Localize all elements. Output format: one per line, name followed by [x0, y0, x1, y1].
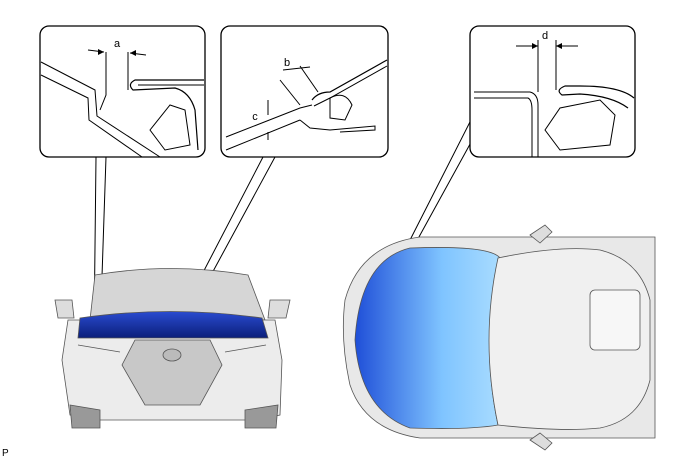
label-c: c — [252, 111, 258, 123]
callout-d: d — [469, 25, 636, 158]
figure-code: P — [2, 448, 9, 459]
callout-b-c: b c — [220, 25, 389, 158]
car-top-view — [342, 224, 656, 451]
label-b: b — [284, 57, 290, 69]
label-d: d — [542, 30, 548, 42]
callout-a: a — [39, 25, 206, 158]
label-a: a — [114, 38, 121, 50]
car-front-view — [54, 268, 291, 429]
